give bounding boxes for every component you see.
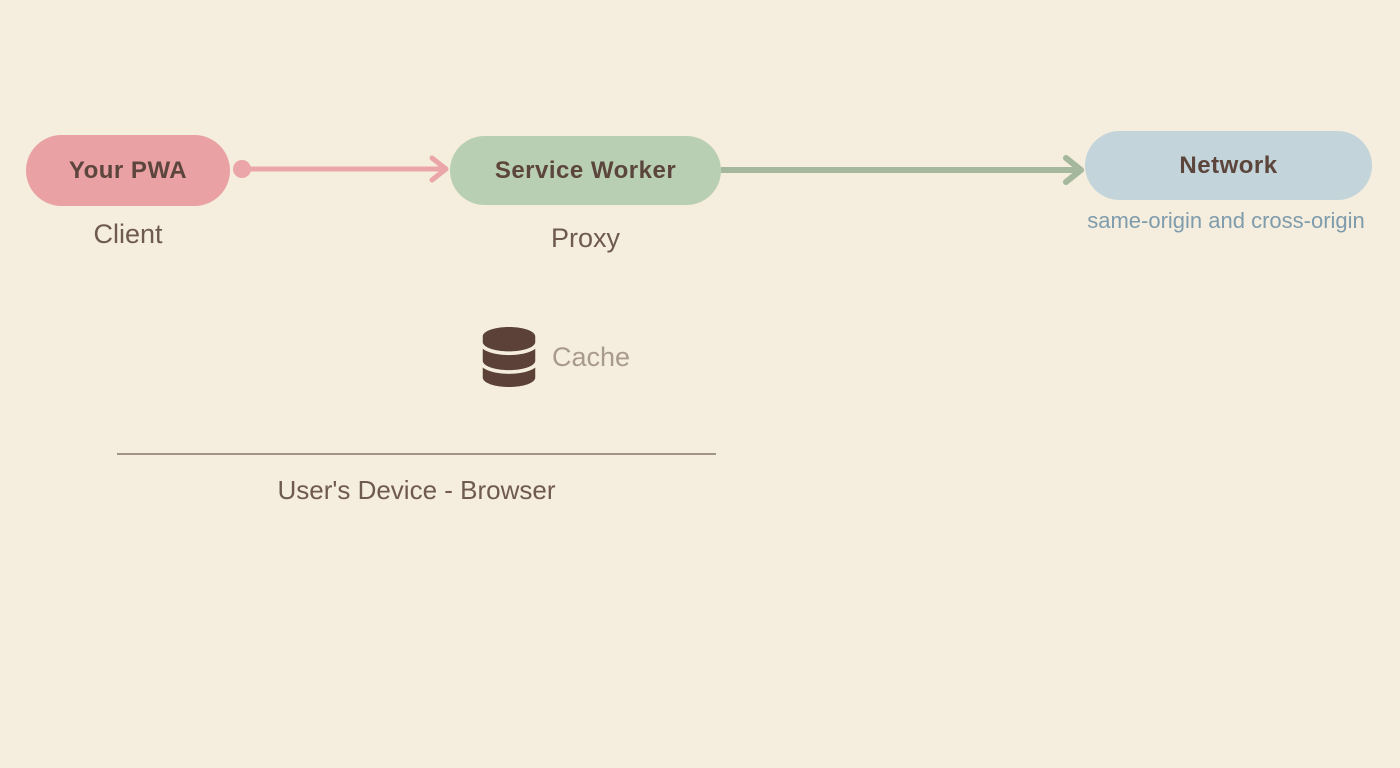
- node-service-worker-label: Service Worker: [494, 156, 677, 184]
- arrow-start-dot: [233, 160, 251, 178]
- node-your-pwa-sublabel: Client: [93, 219, 163, 249]
- node-network-label: Network: [1179, 151, 1278, 179]
- node-network: Network: [1085, 131, 1372, 200]
- node-your-pwa-label: Your PWA: [68, 156, 188, 184]
- arrowhead-icon: [1063, 155, 1084, 185]
- arrowhead-icon: [429, 155, 449, 183]
- node-your-pwa: Your PWA: [26, 135, 230, 206]
- cache-group: Cache: [482, 327, 630, 387]
- node-service-worker: Service Worker: [450, 136, 721, 205]
- device-boundary-line: [117, 453, 716, 455]
- node-network-sublabel: same-origin and cross-origin: [1087, 208, 1365, 233]
- arrow-pwa-to-service-worker: [233, 155, 449, 183]
- cache-label: Cache: [552, 341, 631, 372]
- node-service-worker-sublabel: Proxy: [550, 223, 621, 253]
- device-boundary-label: User's Device - Browser: [277, 475, 556, 505]
- arrow-service-worker-to-network: [721, 155, 1084, 185]
- database-icon: [482, 327, 536, 387]
